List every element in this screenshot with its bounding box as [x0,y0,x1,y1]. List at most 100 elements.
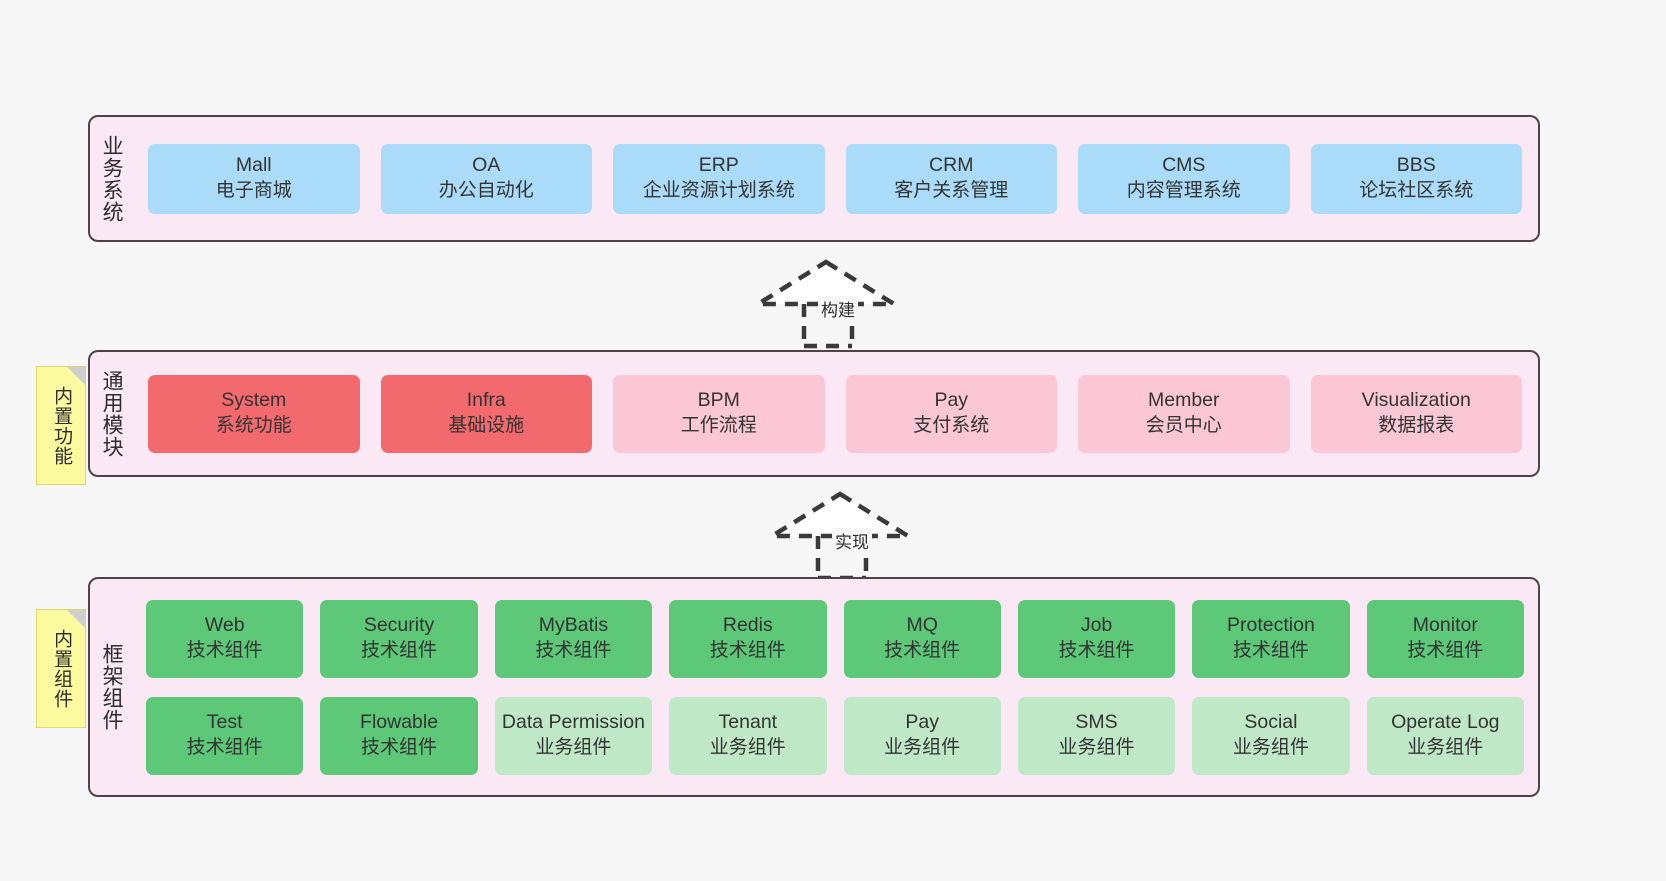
node-bpm[interactable]: BPM 工作流程 [613,374,825,453]
layer-body-common-modules: System 系统功能 Infra 基础设施 BPM 工作流程 Pay 支付系统… [132,352,1538,475]
node-member[interactable]: Member 会员中心 [1078,374,1290,453]
node-monitor[interactable]: Monitor 技术组件 [1366,599,1524,678]
node-label-en: Test [206,711,243,734]
node-label-cn: 技术组件 [1058,639,1135,661]
node-label-en: BBS [1396,154,1436,177]
node-label-en: BPM [697,389,740,412]
node-crm[interactable]: CRM 客户关系管理 [845,143,1057,214]
node-label-cn: 系统功能 [215,414,292,436]
node-label-en: CMS [1162,154,1206,177]
node-label-en: System [221,389,287,412]
node-pay-component[interactable]: Pay 业务组件 [843,696,1001,775]
node-social[interactable]: Social 业务组件 [1192,696,1350,775]
sticky-note-label: 内置功能 [51,385,73,466]
node-label-cn: 支付系统 [913,414,990,436]
layer-body-framework-components: Web 技术组件 Security 技术组件 MyBatis 技术组件 Redi… [132,579,1538,795]
layer-body-business-system: Mall 电子商城 OA 办公自动化 ERP 企业资源计划系统 CRM 客户关系… [132,117,1538,240]
node-label-en: MyBatis [538,614,609,637]
node-label-en: ERP [698,154,739,177]
node-label-cn: 办公自动化 [438,179,534,201]
node-label-cn: 技术组件 [535,639,612,661]
node-label-en: MQ [906,614,938,637]
node-sms[interactable]: SMS 业务组件 [1017,696,1176,775]
node-redis[interactable]: Redis 技术组件 [669,599,827,678]
node-label-cn: 企业资源计划系统 [642,179,795,201]
node-label-cn: 内容管理系统 [1126,179,1241,201]
connector-label-build: 构建 [818,296,858,321]
node-label-en: OA [472,154,501,177]
node-label-cn: 技术组件 [186,736,263,758]
node-label-cn: 客户关系管理 [894,179,1009,201]
node-label-en: Data Permission [501,711,645,734]
node-label-cn: 业务组件 [535,736,612,758]
node-label-cn: 技术组件 [1407,639,1484,661]
node-row: Test 技术组件 Flowable 技术组件 Data Permission … [146,696,1524,775]
node-label-en: Social [1244,711,1298,734]
node-tenant[interactable]: Tenant 业务组件 [669,696,827,775]
node-label-en: CRM [929,154,974,177]
node-visualization[interactable]: Visualization 数据报表 [1310,374,1522,453]
connector-label-implement: 实现 [832,528,872,553]
node-protection[interactable]: Protection 技术组件 [1192,599,1350,678]
node-label-en: Job [1080,614,1113,637]
node-label-en: Protection [1227,614,1315,637]
node-mq[interactable]: MQ 技术组件 [843,599,1001,678]
connector-build: 构建 [750,258,906,349]
node-label-en: Operate Log [1391,711,1500,734]
node-security[interactable]: Security 技术组件 [320,599,478,678]
node-pay-module[interactable]: Pay 支付系统 [845,374,1057,453]
node-label-en: Mall [235,154,272,177]
node-label-cn: 业务组件 [1407,736,1484,758]
node-label-en: Member [1147,389,1220,412]
node-label-cn: 数据报表 [1378,414,1455,436]
node-label-cn: 会员中心 [1145,414,1222,436]
node-mybatis[interactable]: MyBatis 技术组件 [494,599,653,678]
node-cms[interactable]: CMS 内容管理系统 [1078,143,1290,214]
folded-corner-icon [67,367,85,385]
node-label-en: Infra [466,389,506,412]
node-erp[interactable]: ERP 企业资源计划系统 [613,143,825,214]
node-label-cn: 技术组件 [1232,639,1309,661]
node-label-en: Tenant [718,711,778,734]
node-oa[interactable]: OA 办公自动化 [380,143,592,214]
node-data-permission[interactable]: Data Permission 业务组件 [494,696,653,775]
layer-title-common-modules: 通用模块 [100,369,124,458]
sticky-note-label: 内置组件 [51,628,73,709]
node-label-cn: 基础设施 [448,414,525,436]
node-flowable[interactable]: Flowable 技术组件 [320,696,478,775]
node-label-en: Pay [934,389,969,412]
layer-title-business-system: 业务系统 [100,134,124,223]
node-operate-log[interactable]: Operate Log 业务组件 [1366,696,1524,775]
folded-corner-icon [67,610,85,628]
node-label-en: Web [204,614,245,637]
node-label-cn: 技术组件 [884,639,961,661]
node-label-cn: 工作流程 [680,414,757,436]
layer-framework-components: 框架组件 Web 技术组件 Security 技术组件 MyBatis 技术组件… [88,577,1540,797]
node-test[interactable]: Test 技术组件 [146,696,304,775]
sticky-note-builtin-features: 内置功能 [36,366,86,485]
layer-common-modules: 通用模块 System 系统功能 Infra 基础设施 BPM 工作流程 Pay… [88,350,1540,477]
node-label-cn: 业务组件 [1232,736,1309,758]
node-label-cn: 论坛社区系统 [1359,179,1474,201]
node-label-cn: 电子商城 [215,179,292,201]
layer-business-system: 业务系统 Mall 电子商城 OA 办公自动化 ERP 企业资源计划系统 CRM… [88,115,1540,242]
node-label-cn: 技术组件 [361,736,438,758]
node-label-en: Redis [722,614,773,637]
node-web[interactable]: Web 技术组件 [146,599,304,678]
node-infra[interactable]: Infra 基础设施 [380,374,592,453]
node-label-en: SMS [1075,711,1118,734]
node-label-en: Flowable [360,711,439,734]
node-row: Web 技术组件 Security 技术组件 MyBatis 技术组件 Redi… [146,599,1524,678]
node-label-cn: 技术组件 [709,639,786,661]
node-label-cn: 业务组件 [884,736,961,758]
node-label-cn: 技术组件 [361,639,438,661]
node-mall[interactable]: Mall 电子商城 [148,143,360,214]
sticky-note-builtin-components: 内置组件 [36,609,86,728]
node-label-en: Pay [905,711,939,734]
node-row: Mall 电子商城 OA 办公自动化 ERP 企业资源计划系统 CRM 客户关系… [148,143,1522,214]
node-bbs[interactable]: BBS 论坛社区系统 [1310,143,1522,214]
node-job[interactable]: Job 技术组件 [1017,599,1176,678]
node-system[interactable]: System 系统功能 [148,374,360,453]
node-label-cn: 业务组件 [1058,736,1135,758]
